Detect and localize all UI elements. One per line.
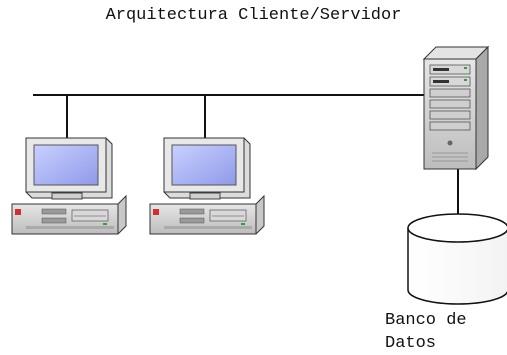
client-computer-icon [149, 137, 265, 235]
database-cylinder-icon [407, 213, 507, 305]
diagram-title: Arquitectura Cliente/Servidor [105, 6, 402, 25]
database-label-line-1: Banco de [385, 311, 467, 330]
database-label: Banco de Datos [385, 309, 507, 355]
server-tower-icon [422, 45, 490, 171]
database-label-line-2: Datos [385, 334, 437, 353]
client-computer-icon [11, 137, 127, 235]
